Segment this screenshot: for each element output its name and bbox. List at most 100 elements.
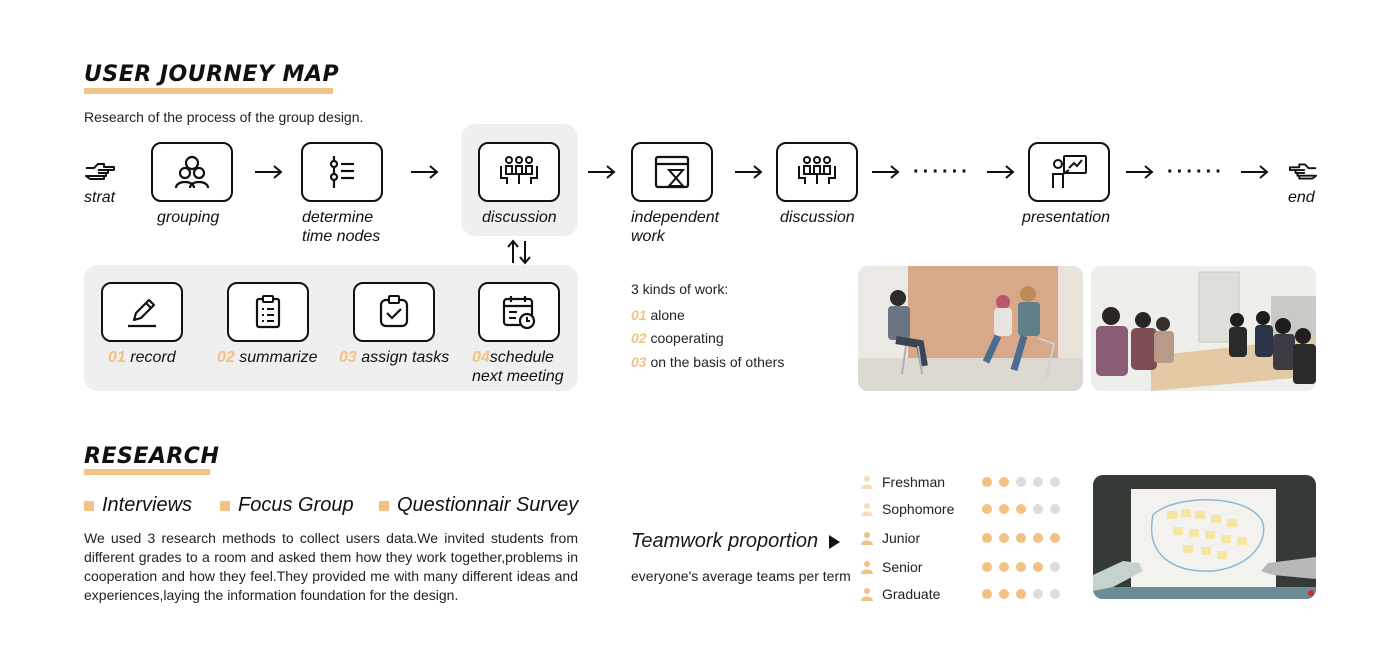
rating-dot — [1016, 477, 1026, 487]
step-presentation — [1028, 142, 1110, 202]
journey-title: USER JOURNEY MAP — [84, 62, 339, 87]
rating-dot — [982, 477, 992, 487]
calendar-clock-icon — [499, 292, 539, 332]
step-discussion-second — [776, 142, 858, 202]
grade-row: Freshman — [860, 471, 1067, 493]
arrow-right-icon — [871, 164, 901, 180]
clipboard-check-icon — [374, 292, 414, 332]
rating-dot — [1033, 533, 1043, 543]
step-discussion-main — [478, 142, 560, 202]
grade-name: Graduate — [882, 586, 982, 602]
rating-dot — [982, 533, 992, 543]
rating-dot — [1033, 562, 1043, 572]
grade-name: Junior — [882, 530, 982, 546]
journey-title-underline — [84, 88, 333, 94]
arrow-right-icon — [1125, 164, 1155, 180]
rating-dot — [999, 562, 1009, 572]
rating-dot — [1050, 504, 1060, 514]
rating-dot — [1016, 589, 1026, 599]
research-title: RESEARCH — [84, 444, 219, 469]
person-icon — [860, 502, 874, 516]
arrow-right-icon — [986, 164, 1016, 180]
step-independent-work — [631, 142, 713, 202]
substep-record-label: 01 record — [108, 348, 176, 367]
rating-dot — [1033, 504, 1043, 514]
work-kinds-title: 3 kinds of work: — [631, 281, 728, 297]
work-kind-item: 02 cooperating — [631, 330, 724, 346]
start-label: strat — [84, 188, 115, 207]
substep-summarize — [227, 282, 309, 342]
grade-row: Senior — [860, 556, 1067, 578]
presenter-board-icon — [1049, 152, 1089, 192]
method-label: Focus Group — [238, 494, 354, 517]
substep-schedule-meeting — [478, 282, 560, 342]
rating-dot — [1016, 504, 1026, 514]
grade-name: Freshman — [882, 474, 982, 490]
substep-schedule-num: 04 — [472, 349, 490, 366]
substep-summarize-num: 02 — [217, 349, 235, 366]
meeting-table-icon — [497, 152, 541, 192]
work-kind-label: cooperating — [650, 330, 723, 346]
substep-summarize-text: summarize — [239, 349, 317, 366]
step-independent-work-label-line2: work — [631, 227, 719, 246]
work-kind-num: 02 — [631, 330, 647, 346]
step-time-nodes-label-line2: time nodes — [302, 227, 380, 246]
bullet-square-icon — [379, 501, 389, 511]
work-kind-item: 01 alone — [631, 307, 685, 323]
bullet-square-icon — [220, 501, 230, 511]
work-kind-num: 03 — [631, 354, 647, 370]
rating-dot — [1016, 562, 1026, 572]
end-label: end — [1288, 188, 1315, 207]
substep-summarize-label: 02 summarize — [217, 348, 317, 367]
grade-name: Senior — [882, 559, 982, 575]
whiteboard-photo — [1093, 475, 1316, 599]
step-time-nodes-label: determine time nodes — [302, 208, 380, 246]
rating-dot — [1033, 477, 1043, 487]
person-icon — [860, 587, 874, 601]
method-focus-group: Focus Group — [220, 494, 354, 517]
step-independent-work-label-line1: independent — [631, 208, 719, 227]
step-time-nodes-label-line1: determine — [302, 208, 380, 227]
teamwork-title: Teamwork proportion — [631, 530, 841, 553]
pointing-hand-right-icon — [84, 156, 116, 186]
calendar-hourglass-icon — [652, 152, 692, 192]
person-icon — [860, 560, 874, 574]
ellipsis-dots: ······ — [913, 164, 971, 180]
research-title-underline — [84, 469, 210, 475]
substep-assign-tasks-label: 03 assign tasks — [339, 348, 449, 367]
rating-dot — [999, 477, 1009, 487]
rating-dot — [982, 504, 992, 514]
meeting-table-icon — [795, 152, 839, 192]
method-questionnaire: Questionnair Survey — [379, 494, 578, 517]
timeline-list-icon — [322, 152, 362, 192]
rating-dot — [1016, 533, 1026, 543]
grade-row: Sophomore — [860, 498, 1067, 520]
substep-assign-tasks-text: assign tasks — [361, 349, 449, 366]
substep-record-num: 01 — [108, 349, 126, 366]
work-kind-item: 03 on the basis of others — [631, 354, 784, 370]
rating-dot — [1050, 477, 1060, 487]
step-discussion-second-label: discussion — [780, 208, 855, 227]
step-time-nodes — [301, 142, 383, 202]
rating-dot — [1050, 589, 1060, 599]
bullet-square-icon — [84, 501, 94, 511]
step-discussion-main-label: discussion — [482, 208, 557, 227]
pointing-hand-left-icon — [1288, 156, 1318, 186]
rating-dot — [999, 504, 1009, 514]
research-description: We used 3 research methods to collect us… — [84, 529, 578, 605]
rating-dot — [1050, 562, 1060, 572]
pencil-icon — [122, 292, 162, 332]
arrow-right-icon — [734, 164, 764, 180]
person-icon — [860, 531, 874, 545]
people-group-icon — [172, 152, 212, 192]
method-label: Interviews — [102, 494, 192, 517]
substep-schedule-meeting-label: 04schedule next meeting — [472, 348, 564, 386]
substep-assign-tasks — [353, 282, 435, 342]
step-presentation-label: presentation — [1022, 208, 1110, 227]
teamwork-title-text: Teamwork proportion — [631, 530, 818, 553]
interview-photo — [858, 266, 1083, 391]
rating-dot — [1050, 533, 1060, 543]
step-independent-work-label: independent work — [631, 208, 719, 246]
rating-dot — [1033, 589, 1043, 599]
rating-dot — [982, 562, 992, 572]
